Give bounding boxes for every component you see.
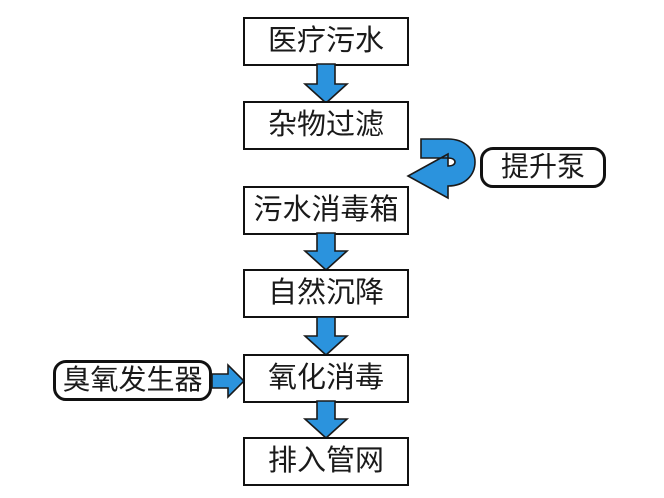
connector-down-arrow-3 bbox=[302, 316, 350, 357]
process-node-medical-wastewater[interactable]: 医疗污水 bbox=[243, 17, 409, 66]
node-label: 杂物过滤 bbox=[267, 109, 384, 141]
node-label: 氧化消毒 bbox=[267, 362, 384, 394]
aux-node-ozone-generator[interactable]: 臭氧发生器 bbox=[53, 360, 212, 401]
process-node-natural-sedimentation[interactable]: 自然沉降 bbox=[243, 269, 409, 318]
process-node-discharge-to-pipe-network[interactable]: 排入管网 bbox=[243, 437, 409, 486]
connector-uturn-arrow-lift-pump bbox=[406, 138, 476, 200]
process-node-debris-filter[interactable]: 杂物过滤 bbox=[243, 101, 409, 150]
node-label: 污水消毒箱 bbox=[253, 194, 399, 226]
aux-node-lift-pump[interactable]: 提升泵 bbox=[480, 147, 606, 188]
aux-node-label: 臭氧发生器 bbox=[62, 364, 203, 396]
process-node-oxidation-disinfection[interactable]: 氧化消毒 bbox=[243, 354, 409, 403]
aux-node-label: 提升泵 bbox=[500, 151, 585, 183]
connector-down-arrow-1 bbox=[302, 63, 350, 105]
node-label: 自然沉降 bbox=[267, 277, 384, 309]
node-label: 医疗污水 bbox=[267, 25, 384, 57]
process-node-sewage-disinfection-tank[interactable]: 污水消毒箱 bbox=[243, 186, 409, 235]
connector-down-arrow-4 bbox=[302, 400, 350, 440]
connector-right-arrow-ozone bbox=[211, 363, 246, 399]
node-label: 排入管网 bbox=[267, 445, 384, 477]
connector-down-arrow-2 bbox=[302, 232, 350, 272]
